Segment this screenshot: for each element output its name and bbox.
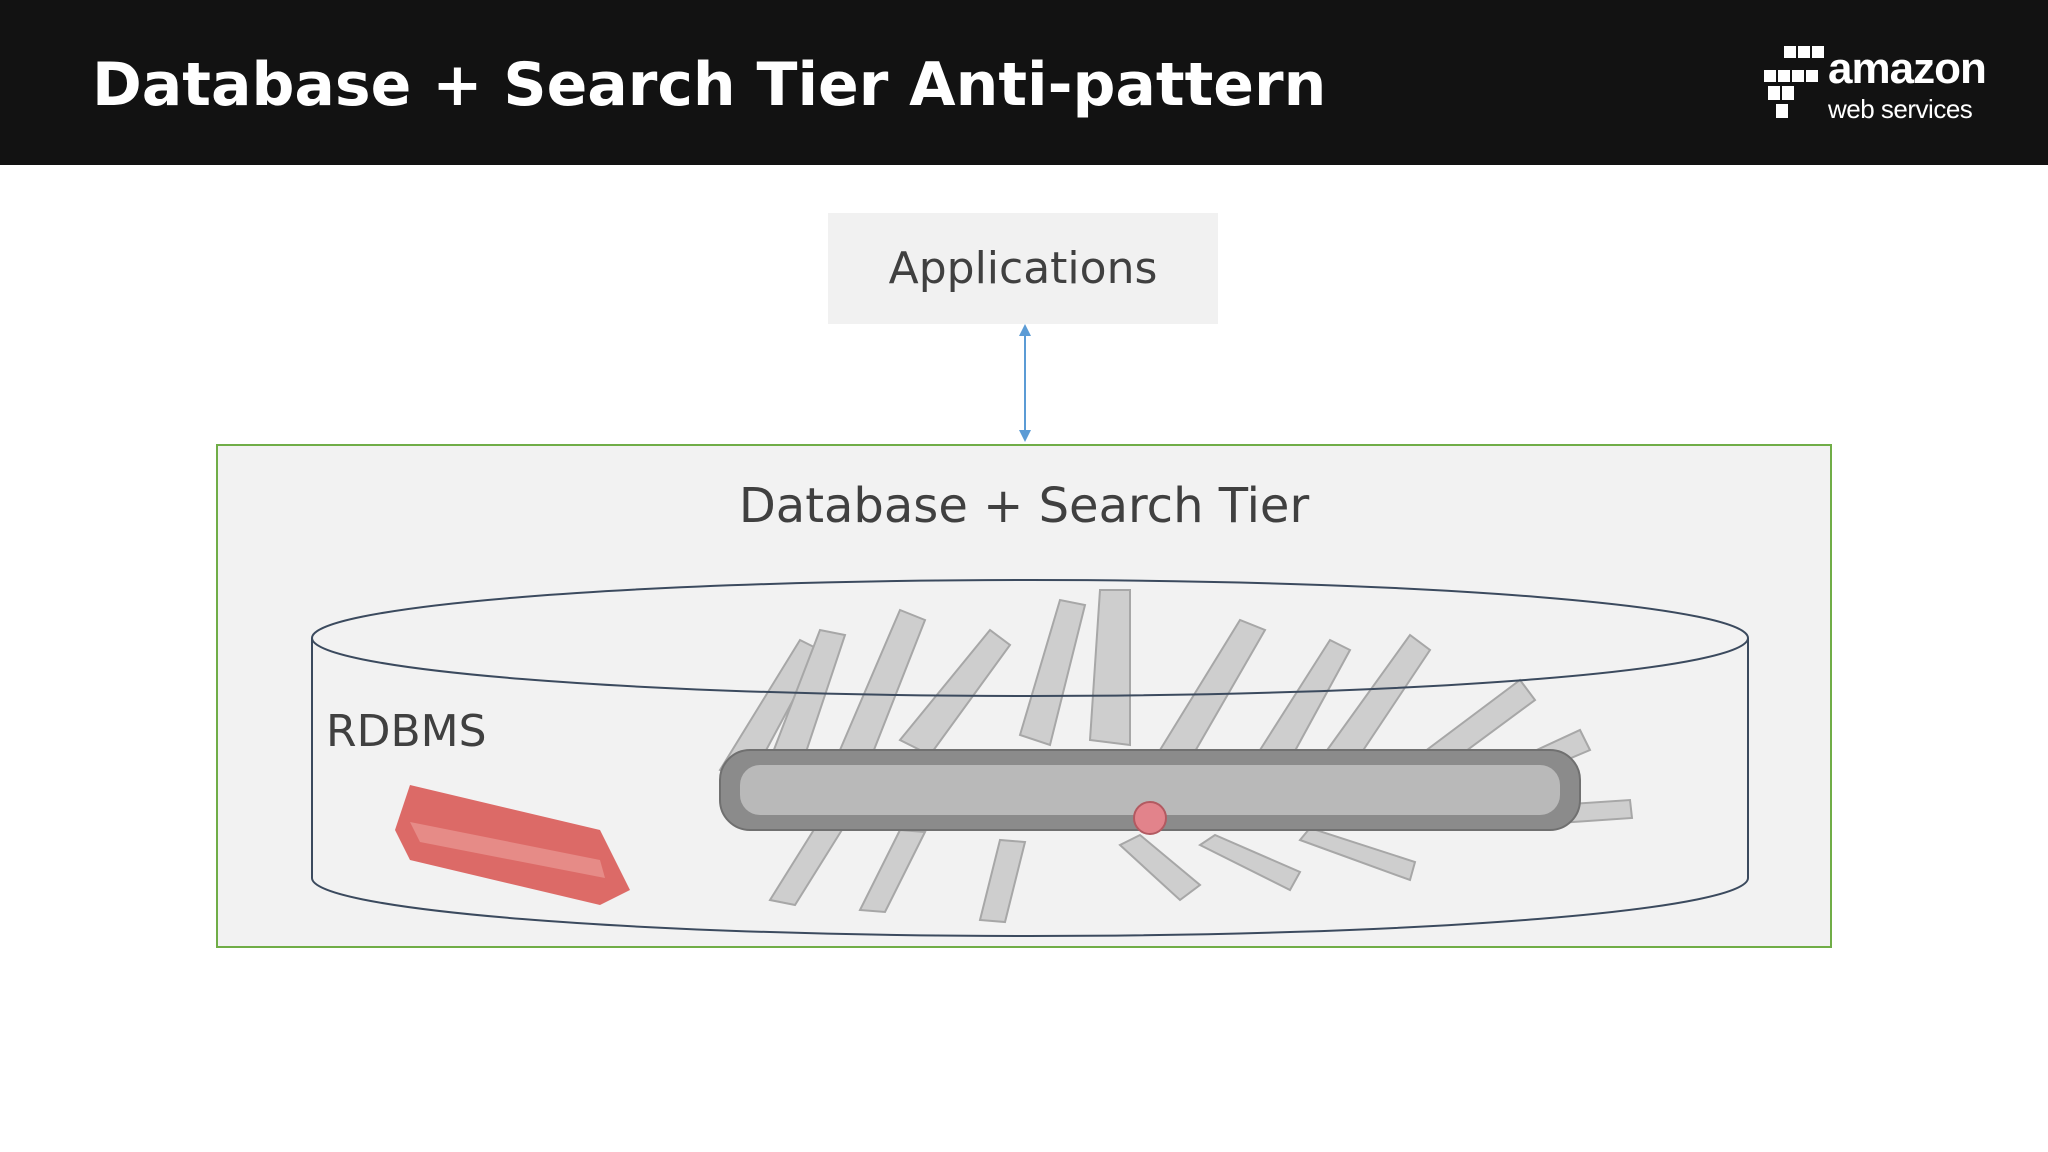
swiss-army-knife-icon	[395, 589, 1634, 924]
rdbms-label: RDBMS	[326, 706, 487, 757]
aws-logo: amazon web services	[1760, 42, 2000, 132]
bidirectional-arrow	[1019, 324, 1031, 442]
logo-wordmark: amazon	[1828, 44, 1987, 93]
aws-cubes-icon	[1764, 46, 1824, 118]
applications-box: Applications	[828, 213, 1218, 324]
tier-label: Database + Search Tier	[738, 478, 1310, 534]
applications-label: Applications	[888, 243, 1158, 294]
rdbms-cylinder	[311, 579, 1749, 937]
slide-title: Database + Search Tier Anti-pattern	[92, 50, 1327, 120]
title-bar: Database + Search Tier Anti-pattern amaz…	[0, 0, 2048, 165]
logo-subtitle: web services	[1828, 94, 1973, 124]
